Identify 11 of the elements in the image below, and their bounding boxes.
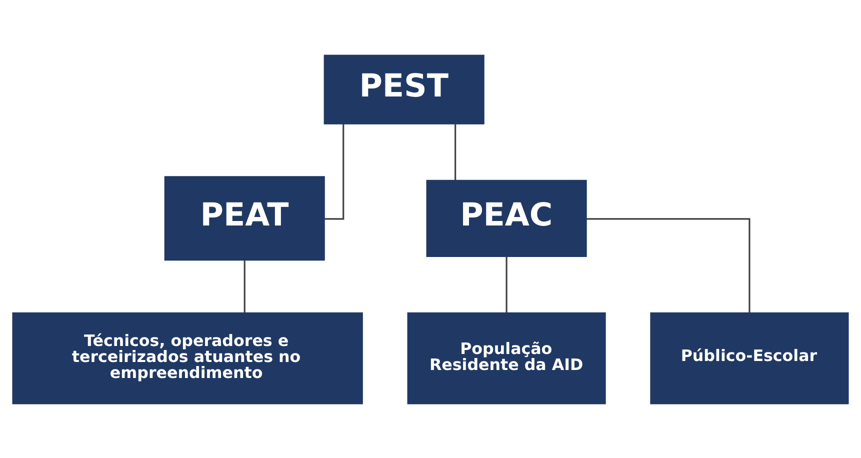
connector bbox=[586, 218, 750, 312]
node-box: PEST bbox=[324, 54, 484, 124]
node-box: PEAT bbox=[164, 176, 325, 260]
node-box: PEAC bbox=[426, 179, 587, 256]
node-box: Público-Escolar bbox=[650, 312, 849, 404]
connector bbox=[324, 123, 344, 220]
node-box: Técnicos, operadores e terceirizados atuantes no empreendimento bbox=[12, 312, 363, 404]
connector bbox=[506, 256, 508, 312]
node-box: População Residente da AID bbox=[407, 312, 606, 404]
connector bbox=[454, 124, 456, 180]
connector bbox=[244, 260, 246, 312]
